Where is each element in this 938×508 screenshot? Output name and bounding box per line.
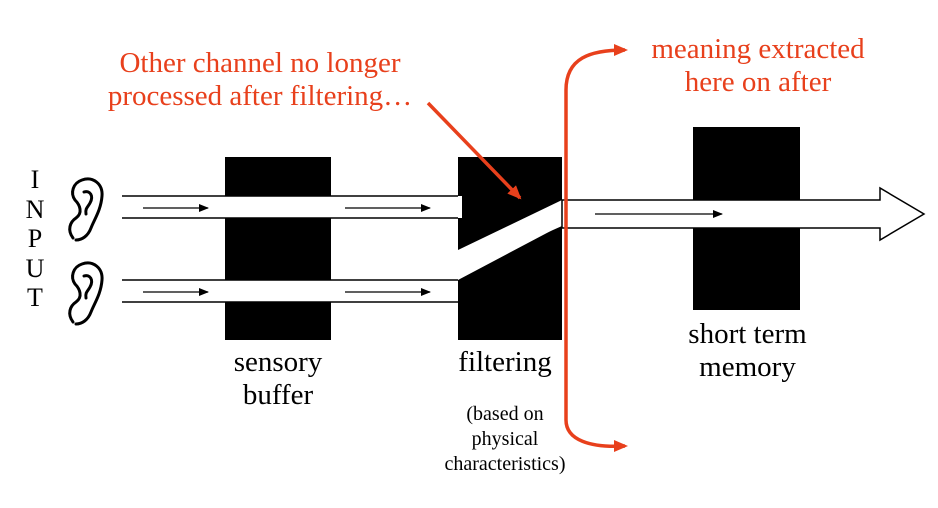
upper-channel <box>122 195 462 219</box>
ear-icon <box>68 261 104 326</box>
label-line: short term <box>688 318 807 350</box>
note-line: characteristics) <box>444 453 566 475</box>
label-line: sensory <box>233 346 323 378</box>
filtering-note: (based on physical characteristics) <box>410 402 600 477</box>
annotation-line: Other channel no longer <box>119 47 401 79</box>
meaning-boundary-line <box>564 48 626 449</box>
sensory-buffer-label: sensory buffer <box>205 346 351 413</box>
annotation-line: meaning extracted <box>651 33 865 65</box>
meaning-arrow-bottom <box>614 440 628 452</box>
filtering-label: filtering <box>458 346 552 378</box>
label-line: memory <box>699 351 796 384</box>
input-letter: P <box>27 224 43 253</box>
note-line: physical <box>471 428 539 450</box>
meaning-arrow-top <box>614 44 628 56</box>
note-line: (based on <box>466 403 544 425</box>
input-letter: N <box>25 194 45 224</box>
output-channel <box>561 186 926 242</box>
ear-icon <box>68 177 104 242</box>
input-label: I N P U T <box>20 165 50 313</box>
label-line: buffer <box>242 379 314 412</box>
meaning-annotation: meaning extracted here on after <box>630 33 886 100</box>
input-letter: T <box>27 283 43 312</box>
annotation-line: processed after filtering… <box>107 80 413 113</box>
sensory-buffer-block <box>225 157 331 340</box>
short-term-memory-label: short term memory <box>660 318 835 385</box>
input-letter: U <box>25 253 45 283</box>
input-letter: I <box>30 165 40 194</box>
annotation-line: here on after <box>684 66 832 99</box>
other-channel-annotation: Other channel no longer processed after … <box>90 47 430 114</box>
other-channel-arrow <box>426 101 522 200</box>
